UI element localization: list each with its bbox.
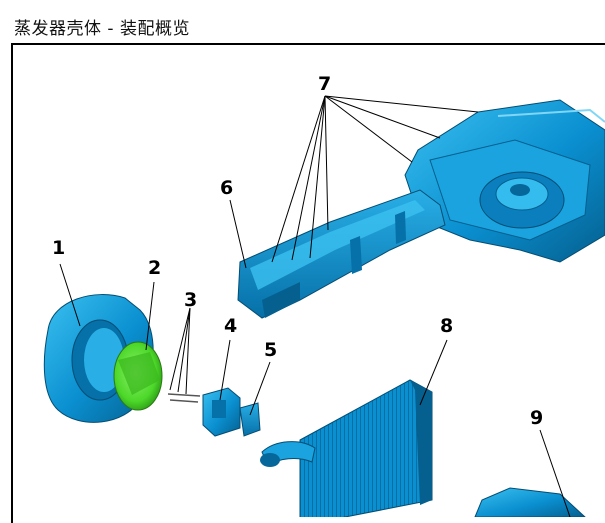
callout-labels: 1 2 3 4 5 6 7 8 9 (52, 73, 543, 429)
callout-7: 7 (318, 73, 331, 95)
callout-1: 1 (52, 237, 65, 259)
part-9-housing-section (474, 487, 586, 517)
part-5-clip (239, 402, 261, 437)
diagram-frame (11, 43, 605, 523)
part-6-air-duct (237, 189, 446, 319)
part-2-motor-highlighted (113, 341, 163, 411)
leader-lines (59, 95, 571, 517)
callout-6: 6 (220, 177, 233, 199)
part-4-bracket (202, 387, 241, 437)
callout-5: 5 (264, 339, 277, 361)
callout-4: 4 (224, 315, 237, 337)
callout-3: 3 (184, 289, 197, 311)
part-8-evaporator-core (260, 379, 433, 517)
page-title: 蒸发器壳体 - 装配概览 (14, 19, 190, 39)
part-3-screws (167, 393, 201, 403)
callout-2: 2 (148, 257, 161, 279)
part-7-blower-housing (404, 99, 605, 263)
callout-8: 8 (440, 315, 453, 337)
callout-9: 9 (530, 407, 543, 429)
